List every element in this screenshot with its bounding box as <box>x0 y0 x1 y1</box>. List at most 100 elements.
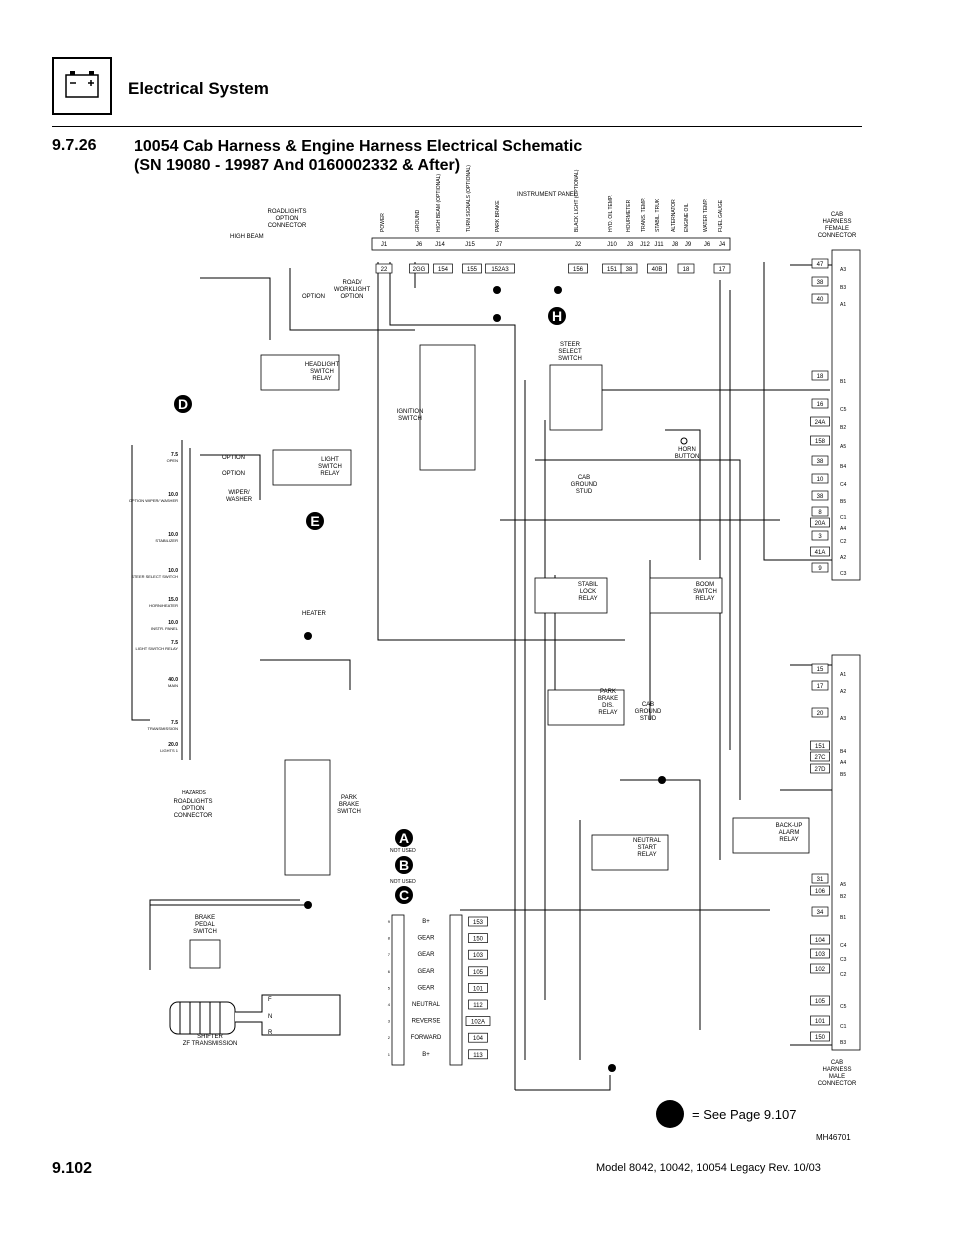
female-pin-wire-label-box <box>811 490 829 501</box>
section-title: 10054 Cab Harness & Engine Harness Elect… <box>134 137 582 175</box>
male-pin-wire-label: 34 <box>817 910 824 916</box>
light-relay-label: RELAY <box>320 471 339 477</box>
shifter-wire-label-box <box>468 966 488 977</box>
instrument-pin-label: J14 <box>435 242 445 248</box>
section-title-line2: (SN 19080 - 19987 And 0160002332 & After… <box>134 157 461 174</box>
male-pin-wire-label: 27D <box>814 767 826 773</box>
female-pin-wire-label: 8 <box>818 510 822 516</box>
backup-relay-label: RELAY <box>779 837 798 843</box>
instrument-pin-label: J3 <box>627 242 634 248</box>
shifter-wire-label-box <box>465 1016 491 1026</box>
male-pin-label: C4 <box>840 943 847 949</box>
wiper-washer-label: WIPER/ <box>228 490 250 496</box>
female-pin-wire-label-box <box>811 506 829 517</box>
female-pin-label: C4 <box>840 482 847 488</box>
male-pin-wire-label: 104 <box>815 938 826 944</box>
female-pin-wire-label-box <box>810 435 830 446</box>
park-brake-switch-label: PARK <box>341 795 357 801</box>
female-pin-wire-label: 10 <box>817 477 824 483</box>
instrument-wire-label: 151 <box>607 267 618 273</box>
instrument-wire-label: 156 <box>573 267 584 273</box>
shifter-label: ZF TRANSMISSION <box>183 1041 238 1047</box>
brake-pedal-label: PEDAL <box>195 922 215 928</box>
female-pin-wire-label: 40 <box>817 297 824 303</box>
female-pin-wire-label: 3 <box>818 534 822 540</box>
instrument-signal-label: HYD. OIL TEMP. <box>608 195 614 232</box>
boom-relay-label: RELAY <box>695 596 714 602</box>
female-pin-wire-label: 47 <box>817 262 824 268</box>
shifter-wire-label: 101 <box>473 986 484 992</box>
male-connector-housing <box>831 654 861 1051</box>
female-pin-wire-label: 38 <box>817 459 824 465</box>
callout-a-label: A <box>399 830 409 846</box>
instrument-pin-label: J6 <box>416 242 423 248</box>
instrument-pin-label: J9 <box>685 242 692 248</box>
shifter-wire-label: 112 <box>473 1003 483 1009</box>
male-connector-label: CONNECTOR <box>818 1081 857 1087</box>
instrument-wire-label-box <box>375 263 393 274</box>
instrument-pin-label: J6 <box>704 242 711 248</box>
shifter-wire-label: 153 <box>473 920 484 926</box>
female-pin-wire-label-box <box>811 370 829 381</box>
male-pin-wire-label-box <box>811 663 829 674</box>
park-brake-switch-label: BRAKE <box>339 802 359 808</box>
instrument-wire-label: 17 <box>719 267 726 273</box>
fuse-amp-label: 7.5 <box>171 720 178 726</box>
option-label: OPTION <box>302 294 325 300</box>
section-title-line1: 10054 Cab Harness & Engine Harness Elect… <box>134 138 583 155</box>
male-pin-wire-label-box <box>810 1031 830 1042</box>
instrument-wire-label-box <box>462 263 482 274</box>
callout-a-icon <box>395 829 413 847</box>
instrument-wire-label: 2GG <box>413 267 426 273</box>
brake-pedal-switch-body <box>189 939 221 969</box>
roadlights-bottom-label: CONNECTOR <box>174 813 213 819</box>
male-pin-wire-label: 27C <box>814 755 826 761</box>
park-brake-relay-label: PARK <box>600 689 616 695</box>
shifter-wire-label: 150 <box>473 937 484 943</box>
male-pin-wire-label-box <box>810 740 830 751</box>
male-pin-wire-label: 17 <box>817 684 824 690</box>
page-number: 9.102 <box>52 1160 93 1177</box>
diode-icon <box>304 901 312 909</box>
male-pin-wire-label: 106 <box>815 889 826 895</box>
road-worklight-label: WORKLIGHT <box>334 287 371 293</box>
male-pin-wire-label: 102 <box>815 967 826 973</box>
shifter-wire-label: 104 <box>473 1036 484 1042</box>
option-label: OPTION <box>222 455 245 461</box>
backup-relay-label: ALARM <box>779 830 800 836</box>
female-pin-label: B3 <box>840 285 846 291</box>
male-pin-wire-label: 151 <box>815 744 826 750</box>
not-used-label: NOT USED <box>390 848 416 854</box>
instrument-wire-label: 152A3 <box>491 267 509 273</box>
instrument-panel-pin-strip <box>371 237 731 251</box>
fuse-amp-label: 10.0 <box>168 620 178 626</box>
male-pin-wire-label-box <box>810 751 830 762</box>
indicator-lamp-icon <box>608 1064 616 1072</box>
male-pin-wire-label-box <box>811 873 829 884</box>
male-pin-label: C5 <box>840 1004 847 1010</box>
roadlights-top-label: OPTION <box>275 216 298 222</box>
female-pin-label: C2 <box>840 539 847 545</box>
indicator-lamp-icon <box>554 286 562 294</box>
shifter-wire-label: 103 <box>473 953 484 959</box>
female-pin-wire-label-box <box>811 258 829 269</box>
shifter-pin-number: 6 <box>388 969 391 974</box>
not-used-label: NOT USED <box>390 879 416 885</box>
shifter-wire-label: 102A <box>471 1020 485 1026</box>
female-pin-wire-label-box <box>811 473 829 484</box>
fuse-amp-label: 7.5 <box>171 452 178 458</box>
horn-button-label: HORN <box>678 447 696 453</box>
female-pin-wire-label: 9 <box>818 566 822 572</box>
steer-select-label: SELECT <box>558 349 582 355</box>
cab-ground-stud-label: CAB <box>578 475 590 481</box>
light-relay-label: SWITCH <box>318 464 342 470</box>
fuse-name-label: LIGHT SWITCH RELAY <box>135 646 178 651</box>
male-pin-label: B1 <box>840 915 846 921</box>
instrument-wire-label-box <box>409 263 429 274</box>
shifter-label: SHIFTER <box>197 1034 223 1040</box>
stabil-relay-label: STABIL <box>578 582 599 588</box>
road-worklight-label: ROAD/ <box>342 280 361 286</box>
fuse-name-label: INSTR. PANEL <box>151 626 179 631</box>
male-pin-wire-label-box <box>811 906 829 917</box>
male-pin-wire-label: 15 <box>817 667 824 673</box>
